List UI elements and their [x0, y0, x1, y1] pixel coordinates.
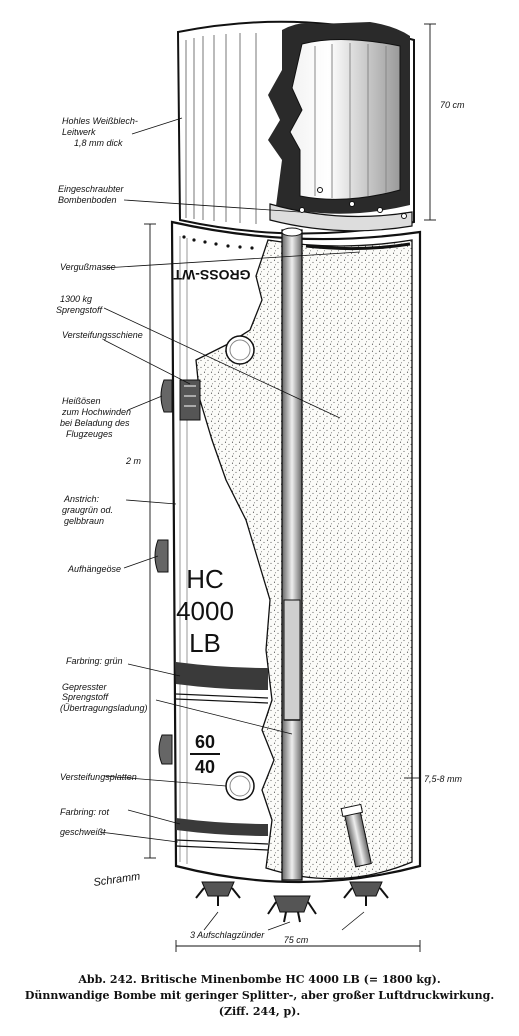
- label-paint-3: gelbbraun: [64, 516, 104, 526]
- label-band-red: Farbring: rot: [60, 807, 110, 817]
- label-paint-1: Anstrich:: [63, 494, 100, 504]
- bomb-body: [154, 220, 422, 884]
- label-explosive-2: Sprengstoff: [56, 305, 104, 315]
- booster-charge: [283, 599, 301, 721]
- artist-signature: Schramm: [93, 871, 141, 889]
- dim-length: 2 m: [125, 456, 142, 466]
- central-tube: [281, 229, 303, 881]
- callout-labels: Hohles Weißblech- Leitwerk 1,8 mm dick E…: [56, 116, 265, 940]
- dim-tail-height: 70 cm: [440, 100, 465, 110]
- label-booster-1: Gepresster: [62, 682, 108, 692]
- label-booster-2: Sprengstoff: [62, 692, 110, 702]
- label-bottom-plate-1: Eingeschraubter: [58, 184, 125, 194]
- dim-diameter: 75 cm: [284, 935, 309, 945]
- label-hoist-3: bei Beladung des: [60, 418, 130, 428]
- red-band: [176, 818, 268, 836]
- label-potting: Vergußmasse: [60, 262, 116, 272]
- label-hoist-1: Heißösen: [62, 396, 101, 406]
- label-tail-2: Leitwerk: [62, 127, 96, 137]
- tail-fin-cylinder: [176, 20, 415, 235]
- caption-line-1: Abb. 242. Britische Minenbombe HC 4000 L…: [78, 973, 441, 986]
- body-markings: GROSS-WT HC 4000 LB 60 40: [173, 267, 250, 777]
- caption-line-3: (Ziff. 244, p).: [218, 1005, 301, 1018]
- ratio-bottom: 40: [195, 757, 215, 777]
- label-band-green: Farbring: grün: [66, 656, 123, 666]
- leader-lines: [99, 117, 365, 931]
- type-line-1: HC: [186, 564, 224, 594]
- ratio-top: 60: [195, 732, 215, 752]
- label-fuzes: 3 Aufschlagzünder: [190, 930, 265, 940]
- label-rail: Versteifungsschiene: [62, 330, 143, 340]
- label-hoist-2: zum Hochwinden: [61, 407, 131, 417]
- explosive-fill: [195, 239, 413, 880]
- green-band: [176, 662, 268, 690]
- caption-line-2: Dünnwandige Bombe mit geringer Splitter-…: [24, 989, 495, 1002]
- label-booster-3: (Übertragungsladung): [60, 703, 148, 713]
- label-explosive-1: 1300 kg: [60, 294, 92, 304]
- stencil-marking: GROSS-WT: [173, 267, 250, 283]
- type-line-3: LB: [189, 628, 221, 658]
- dim-wall: 7,5-8 mm: [424, 774, 463, 784]
- label-hoist-4: Flugzeuges: [66, 429, 113, 439]
- label-bottom-plate-2: Bombenboden: [58, 195, 117, 205]
- dimension-lines: [144, 23, 436, 952]
- label-welded: geschweißt: [60, 827, 106, 837]
- label-paint-2: graugrün od.: [62, 505, 113, 515]
- label-tail-3: 1,8 mm dick: [74, 138, 123, 148]
- label-lug: Aufhängeöse: [67, 564, 121, 574]
- nose-fuzes: [195, 803, 389, 923]
- label-tail-1: Hohles Weißblech-: [62, 116, 138, 126]
- type-line-2: 4000: [176, 596, 234, 626]
- label-plates: Versteifungsplatten: [60, 772, 137, 782]
